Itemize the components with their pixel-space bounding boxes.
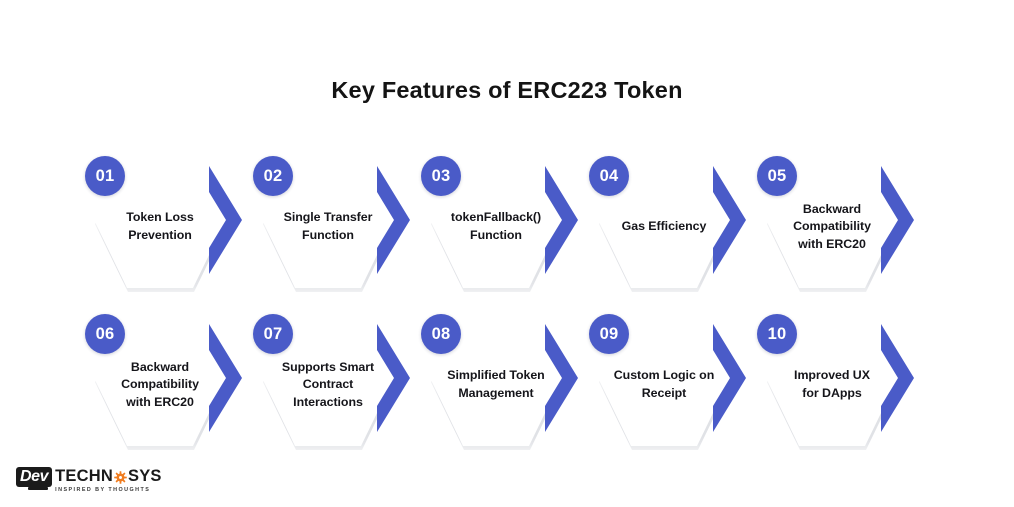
step-number-badge: 05 <box>757 156 797 196</box>
step-number-badge: 02 <box>253 156 293 196</box>
step-number-badge: 08 <box>421 314 461 354</box>
step-number-badge: 03 <box>421 156 461 196</box>
page-title: Key Features of ERC223 Token <box>331 77 683 103</box>
feature-card-08[interactable]: Simplified Token Management 08 <box>413 300 581 450</box>
feature-label: Improved UX for DApps <box>794 368 870 400</box>
chevron-right-icon <box>372 164 414 276</box>
step-number-badge: 04 <box>589 156 629 196</box>
chevron-right-icon <box>876 164 918 276</box>
feature-card-05[interactable]: Backward Compatibility with ERC20 05 <box>749 142 917 292</box>
feature-label: tokenFallback() Function <box>450 210 542 242</box>
chevron-right-icon <box>204 322 246 434</box>
chevron-right-icon <box>204 164 246 276</box>
logo-word-part1: TECHN <box>55 467 113 485</box>
chevron-right-icon <box>708 322 750 434</box>
gear-icon <box>114 471 127 484</box>
feature-label: Custom Logic on Receipt <box>613 368 715 400</box>
step-number-badge: 09 <box>589 314 629 354</box>
feature-label: Simplified Token Management <box>447 368 545 400</box>
step-number-badge: 10 <box>757 314 797 354</box>
step-number-badge: 06 <box>85 314 125 354</box>
feature-card-02[interactable]: Single Transfer Function 02 <box>245 142 413 292</box>
chevron-right-icon <box>876 322 918 434</box>
logo-monitor-stand-icon <box>28 487 48 490</box>
chevron-right-icon <box>708 164 750 276</box>
step-number-badge: 07 <box>253 314 293 354</box>
feature-card-07[interactable]: Supports Smart Contract Interactions 07 <box>245 300 413 450</box>
chevron-right-icon <box>540 164 582 276</box>
feature-label: Single Transfer Function <box>283 210 373 242</box>
feature-card-06[interactable]: Backward Compatibility with ERC20 06 <box>77 300 245 450</box>
feature-card-04[interactable]: Gas Efficiency 04 <box>581 142 749 292</box>
feature-label: Backward Compatibility with ERC20 <box>793 201 871 251</box>
feature-label: Supports Smart Contract Interactions <box>281 359 375 409</box>
logo-wordmark: TECHN <box>55 467 162 494</box>
logo-word-part2: SYS <box>128 467 162 485</box>
logo-mark-text: Dev <box>16 467 53 487</box>
step-number-badge: 01 <box>85 156 125 196</box>
company-logo: Dev TECHN <box>16 467 162 498</box>
feature-label: Token Loss Prevention <box>126 210 194 242</box>
feature-card-10[interactable]: Improved UX for DApps 10 <box>749 300 917 450</box>
feature-label: Backward Compatibility with ERC20 <box>121 359 199 409</box>
chevron-right-icon <box>372 322 414 434</box>
feature-label: Gas Efficiency <box>621 219 707 234</box>
feature-card-03[interactable]: tokenFallback() Function 03 <box>413 142 581 292</box>
feature-card-09[interactable]: Custom Logic on Receipt 09 <box>581 300 749 450</box>
logo-tagline: INSPIRED BY THOUGHTS <box>55 487 151 494</box>
chevron-right-icon <box>540 322 582 434</box>
